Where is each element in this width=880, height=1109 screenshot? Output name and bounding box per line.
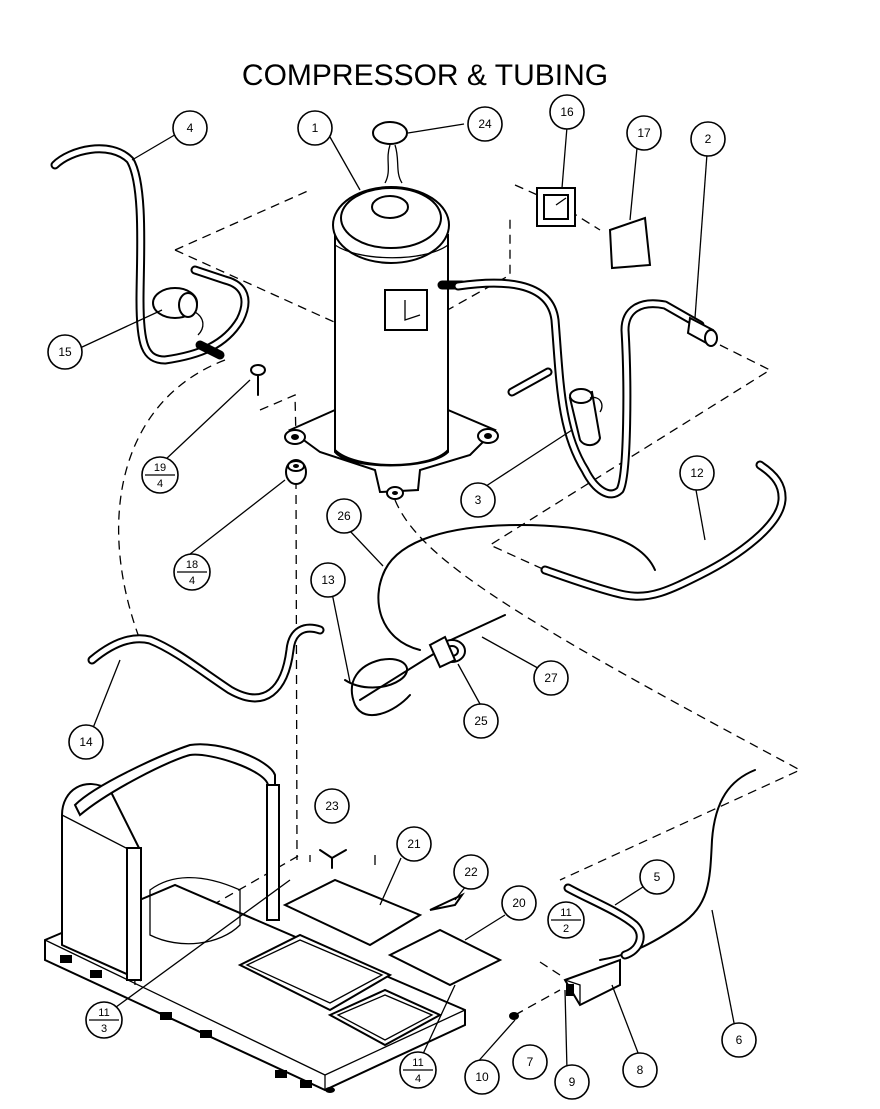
discharge-tube [453, 278, 718, 499]
svg-text:15: 15 [58, 345, 72, 359]
screw-19 [250, 364, 266, 396]
diagram-title: COMPRESSOR & TUBING [242, 59, 608, 92]
tube-5 [563, 883, 645, 960]
callout-25: 25 [463, 703, 499, 739]
svg-text:8: 8 [637, 1063, 644, 1077]
tube-12 [540, 460, 787, 601]
callout-3: 3 [460, 482, 496, 518]
dashed-leaders [118, 184, 802, 1016]
bracket-8 [563, 958, 621, 1007]
fraction-callout-18-4: 18 4 [173, 553, 211, 591]
svg-text:27: 27 [544, 671, 558, 685]
callout-27: 27 [533, 660, 569, 696]
svg-text:17: 17 [637, 126, 651, 140]
svg-text:1: 1 [312, 121, 319, 135]
callout-13: 13 [310, 562, 346, 598]
svg-text:11: 11 [560, 907, 571, 919]
capacitor-3 [568, 388, 603, 446]
svg-text:4: 4 [187, 121, 194, 135]
svg-text:26: 26 [337, 509, 351, 523]
svg-text:4: 4 [157, 478, 163, 490]
svg-text:3: 3 [101, 1023, 107, 1035]
callout-6: 6 [721, 1022, 757, 1058]
callout-21: 21 [396, 826, 432, 862]
svg-text:18: 18 [186, 559, 198, 571]
screw-10 [509, 1012, 519, 1020]
svg-text:7: 7 [527, 1055, 534, 1069]
svg-text:11: 11 [98, 1007, 109, 1019]
leader-lines [79, 123, 736, 1071]
bracket-16 [536, 187, 576, 227]
muffler-15 [152, 287, 204, 336]
svg-text:3: 3 [475, 493, 482, 507]
svg-text:10: 10 [475, 1070, 489, 1084]
callout-22: 22 [453, 854, 489, 890]
svg-text:16: 16 [560, 105, 574, 119]
cover-17 [608, 216, 652, 270]
svg-text:5: 5 [654, 870, 661, 884]
svg-text:24: 24 [478, 117, 492, 131]
fraction-callout-11-3: 11 3 [85, 1001, 123, 1039]
callout-14: 14 [68, 724, 104, 760]
svg-text:22: 22 [464, 865, 478, 879]
fraction-callout-11-4: 11 4 [399, 1051, 437, 1089]
callout-26: 26 [326, 498, 362, 534]
tube-6 [599, 769, 756, 961]
svg-text:11: 11 [412, 1057, 423, 1069]
svg-text:4: 4 [415, 1073, 421, 1085]
callout-2: 2 [690, 121, 726, 157]
fraction-callout-11-2: 11 2 [547, 901, 585, 939]
cap-24 [372, 121, 408, 184]
svg-text:6: 6 [736, 1033, 743, 1047]
fraction-callout-19-4: 19 4 [141, 456, 179, 494]
svg-text:14: 14 [79, 735, 93, 749]
callout-12: 12 [679, 455, 715, 491]
capillary-assembly [344, 524, 656, 717]
svg-text:12: 12 [690, 466, 704, 480]
tube-14 [87, 623, 325, 703]
tube-4 [50, 144, 250, 365]
callout-20: 20 [501, 885, 537, 921]
tube-stub [507, 367, 553, 397]
base-assembly [44, 743, 503, 1093]
callout-9: 9 [554, 1064, 590, 1100]
svg-text:25: 25 [474, 714, 488, 728]
grommet-18 [285, 459, 307, 485]
callout-16: 16 [549, 94, 585, 130]
svg-text:19: 19 [154, 462, 166, 474]
svg-text:9: 9 [569, 1075, 576, 1089]
callout-24: 24 [467, 106, 503, 142]
svg-text:20: 20 [512, 896, 526, 910]
callout-15: 15 [47, 334, 83, 370]
callout-1: 1 [297, 110, 333, 146]
callout-17: 17 [626, 115, 662, 151]
svg-text:2: 2 [563, 923, 569, 935]
svg-text:23: 23 [325, 799, 339, 813]
callout-4: 4 [172, 110, 208, 146]
callout-8: 8 [622, 1052, 658, 1088]
svg-text:2: 2 [705, 132, 712, 146]
compressor-1 [284, 186, 499, 500]
svg-text:4: 4 [189, 575, 195, 587]
svg-text:13: 13 [321, 573, 335, 587]
callout-23: 23 [314, 788, 350, 824]
callout-10: 10 [464, 1059, 500, 1095]
callout-7: 7 [512, 1044, 548, 1080]
svg-text:21: 21 [407, 837, 421, 851]
callout-5: 5 [639, 859, 675, 895]
